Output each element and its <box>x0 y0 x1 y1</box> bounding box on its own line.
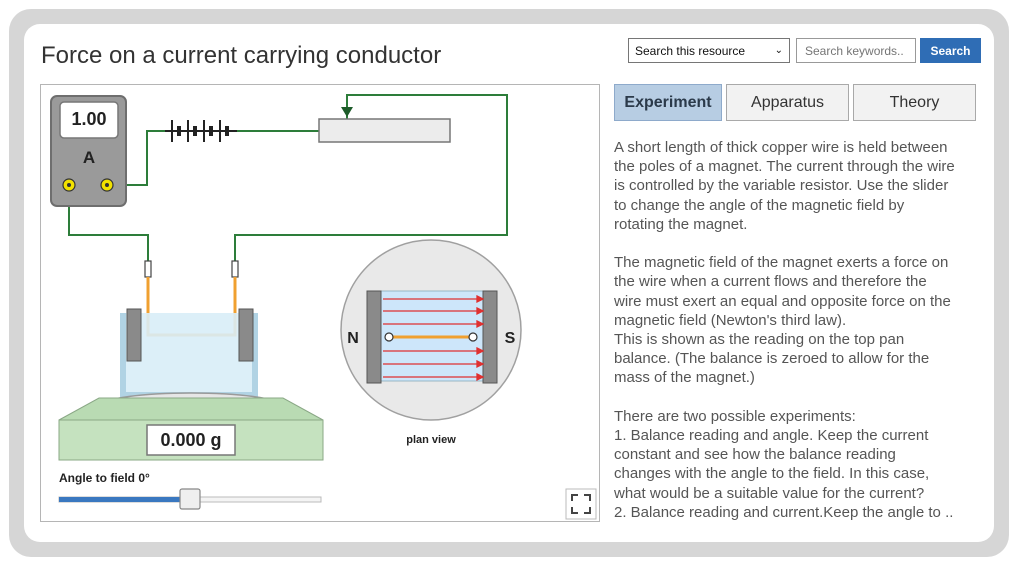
search-button[interactable]: Search <box>920 38 981 63</box>
search-input[interactable] <box>796 38 916 63</box>
south-label: S <box>505 330 516 347</box>
connector-clip <box>144 260 152 278</box>
magnetic-field-lines <box>383 294 485 382</box>
ammeter-unit: A <box>83 148 95 167</box>
tab-apparatus[interactable]: Apparatus <box>726 84 849 121</box>
top-pan-balance <box>58 392 324 461</box>
fullscreen-icon <box>571 494 591 514</box>
paragraph-2: The magnetic field of the magnet exerts … <box>614 254 951 387</box>
tab-experiment[interactable]: Experiment <box>614 84 722 121</box>
north-label: N <box>347 330 359 347</box>
field-arrow-icon <box>476 294 485 304</box>
simulation-area: 1.00 A <box>40 84 600 522</box>
tab-theory[interactable]: Theory <box>853 84 976 121</box>
search-scope-select[interactable]: Search this resource ⌄ <box>628 38 790 63</box>
angle-slider-handle[interactable] <box>179 488 201 510</box>
field-arrow-icon <box>476 359 485 369</box>
field-arrow-icon <box>476 319 485 329</box>
field-arrow-icon <box>476 306 485 316</box>
balance-reading: 0.000 g <box>160 430 221 450</box>
fullscreen-button[interactable] <box>565 488 597 520</box>
plan-view-label: plan view <box>406 434 456 446</box>
angle-label: Angle to field 0° <box>59 471 150 485</box>
ammeter <box>50 95 127 207</box>
search-scope-value: Search this resource <box>635 43 746 58</box>
field-arrow-icon <box>476 372 485 382</box>
resistor-slider-arrow-icon[interactable] <box>341 107 353 117</box>
magnet-north-pole <box>366 290 382 384</box>
experiment-description: A short length of thick copper wire is h… <box>614 138 984 522</box>
variable-resistor[interactable] <box>318 118 451 143</box>
paragraph-1: A short length of thick copper wire is h… <box>614 139 955 233</box>
battery-icon <box>165 120 237 142</box>
page-title: Force on a current carrying conductor <box>41 42 442 69</box>
field-arrow-icon <box>476 346 485 356</box>
angle-slider-fill <box>59 497 189 502</box>
chevron-down-icon: ⌄ <box>774 45 783 56</box>
simulation-canvas: 1.00 A <box>50 94 597 520</box>
ammeter-reading: 1.00 <box>71 109 106 129</box>
plan-view <box>340 239 522 421</box>
magnet-south-pole <box>482 290 498 384</box>
connector-clip <box>231 260 239 278</box>
magnet-holder <box>120 308 258 398</box>
paragraph-3: There are two possible experiments: 1. B… <box>614 407 954 521</box>
